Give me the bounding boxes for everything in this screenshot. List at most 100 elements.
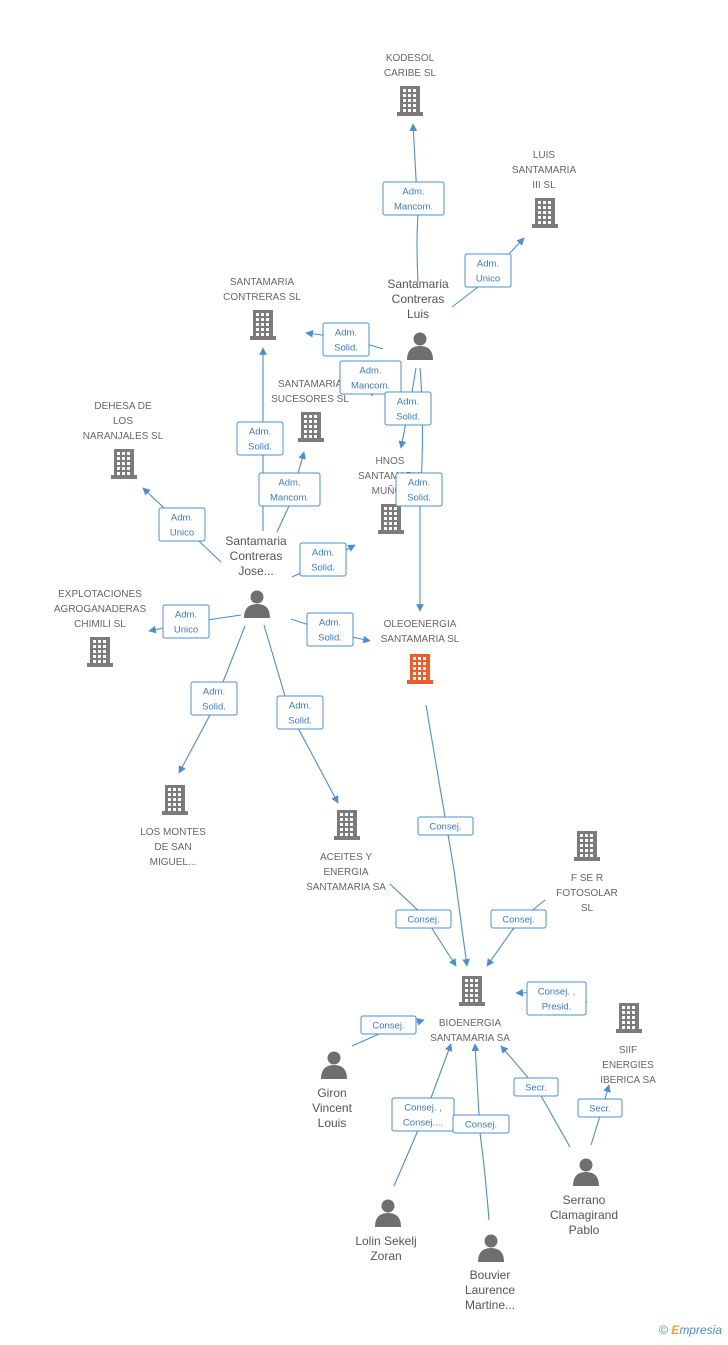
person-label-line: Santamaria (387, 277, 449, 291)
relation-badge[interactable]: Consej. (452, 1114, 510, 1134)
relation-label-line: Consej.... (403, 1118, 443, 1129)
relation-label: Consej. (407, 915, 439, 926)
company-label-line: CHIMILI SL (74, 619, 126, 630)
relation-badge-box (464, 253, 512, 288)
brand-name: mpresia (679, 1323, 722, 1337)
relation-badge-box (190, 681, 238, 716)
relation-badge[interactable]: Adm.Solid. (190, 681, 238, 716)
company-label-line: F SE R (571, 873, 603, 884)
building-icon (111, 449, 137, 479)
relation-badge-box (236, 421, 284, 456)
company-label-line: IBERICA SA (600, 1075, 656, 1086)
company-label-line: DE SAN (154, 842, 191, 853)
relation-label: Secr. (525, 1083, 547, 1094)
relation-label: Adm.Solid. (288, 701, 312, 727)
person-label-line: Santamaria (225, 534, 287, 548)
relation-label-line: Adm. (175, 610, 197, 621)
relation-label-line: Adm. (477, 259, 499, 270)
relation-badge[interactable]: Adm.Unico (464, 253, 512, 288)
relation-badge[interactable]: Adm.Mancom. (258, 472, 321, 507)
relation-badge[interactable]: Consej. ,Presid. (526, 981, 587, 1016)
person-icon (244, 590, 270, 618)
person-label-line: Pablo (569, 1223, 600, 1237)
relation-label-line: Consej. (372, 1021, 404, 1032)
company-label-line: SANTAMARIA SL (381, 634, 460, 645)
brand-logo-letter: E (671, 1323, 680, 1337)
relation-badge[interactable]: Adm.Solid. (384, 391, 432, 426)
relation-badge[interactable]: Adm.Unico (162, 604, 210, 639)
relation-badge[interactable]: Adm.Solid. (236, 421, 284, 456)
relation-badge[interactable]: Adm.Unico (158, 507, 206, 542)
relation-label-line: Consej. (407, 915, 439, 926)
relation-badge[interactable]: Consej. (360, 1015, 417, 1035)
relation-badge[interactable]: Consej. (395, 909, 452, 929)
building-icon (250, 310, 276, 340)
relation-label-line: Secr. (525, 1083, 547, 1094)
relation-badge[interactable]: Consej. , Consej.... (391, 1097, 455, 1132)
person-label-line: Zoran (370, 1249, 401, 1263)
person-label-line: Laurence (465, 1283, 515, 1297)
footer-credit[interactable]: © Empresia (659, 1323, 722, 1337)
company-label-line: SANTAMARIA (278, 379, 343, 390)
relation-badge[interactable]: Adm.Solid. (306, 612, 354, 647)
person-label-line: Louis (318, 1116, 347, 1130)
relation-badge[interactable]: Secr. (577, 1098, 623, 1118)
relation-label-line: Adm. (402, 187, 424, 198)
person-label-line: Serrano (563, 1193, 606, 1207)
company-label-line: CONTRERAS SL (223, 292, 301, 303)
relation-badge[interactable]: Adm.Solid. (299, 542, 347, 577)
relation-badge[interactable]: Adm.Solid. (322, 322, 370, 357)
relation-label: Adm.Solid. (396, 397, 420, 423)
relation-badge[interactable]: Adm.Solid. (395, 472, 443, 507)
relation-badge[interactable]: Consej. (490, 909, 547, 929)
relation-label-line: Adm. (319, 618, 341, 629)
company-label-line: SANTAMARIA (358, 471, 423, 482)
person-icon (573, 1158, 599, 1186)
company-label-line: AGROGANADERAS (54, 604, 147, 615)
relation-badge[interactable]: Adm. Mancom. (382, 181, 445, 216)
building-icon (334, 810, 360, 840)
relation-badge[interactable]: Secr. (513, 1077, 559, 1097)
relation-badge-box (452, 1114, 510, 1134)
company-label-line: LOS MONTES (140, 827, 206, 838)
relation-badge[interactable]: Consej. (417, 816, 474, 836)
relation-label-line: Consej. , (404, 1103, 442, 1114)
building-icon (298, 412, 324, 442)
relation-label-line: Mancom. (394, 202, 433, 213)
company-label-line: SANTAMARIA SA (430, 1033, 510, 1044)
relation-label-line: Adm. (171, 513, 193, 524)
relation-badge-box (382, 181, 445, 216)
relation-label: Adm.Unico (170, 513, 194, 539)
relation-badge-box (490, 909, 547, 929)
relation-label: Secr. (589, 1104, 611, 1115)
relation-badge[interactable]: Adm.Solid. (276, 695, 324, 730)
relation-label-line: Presid. (542, 1002, 572, 1013)
relation-label-line: Solid. (407, 493, 431, 504)
relation-badge-box (395, 909, 452, 929)
relation-badge[interactable]: Adm.Mancom. (339, 360, 402, 395)
